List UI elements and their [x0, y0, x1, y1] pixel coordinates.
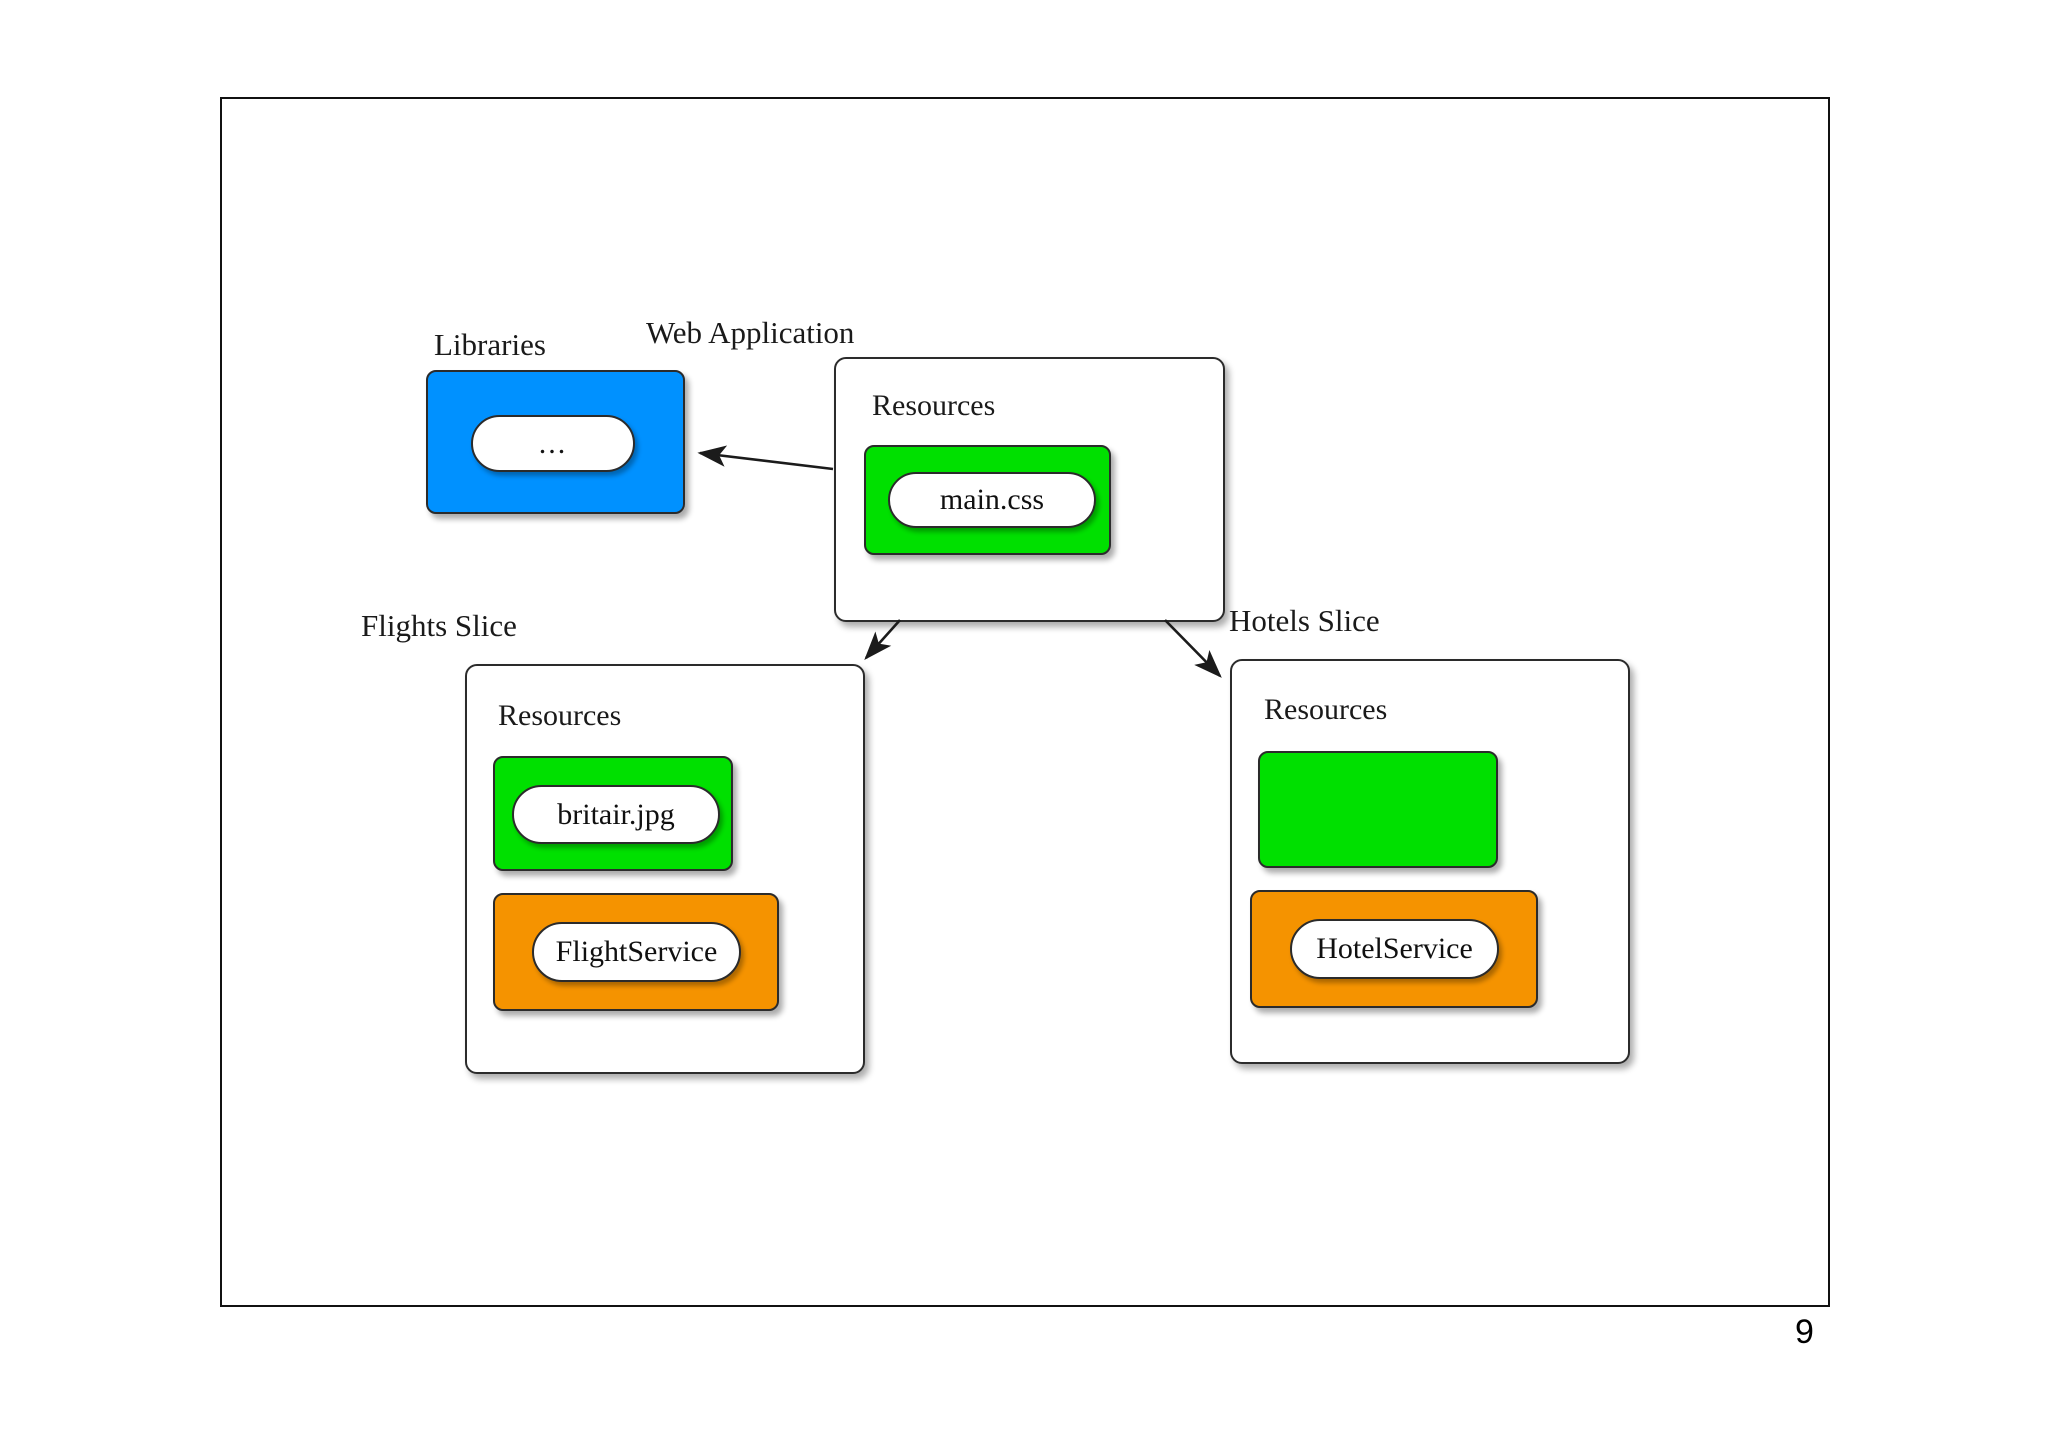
service-item-flightservice[interactable]: FlightService [532, 922, 741, 982]
flights-services-block[interactable]: FlightService [493, 893, 779, 1011]
web-application-resources-label: Resources [872, 389, 996, 422]
page-number: 9 [1795, 1313, 1814, 1351]
group-caption-hotels-slice: Hotels Slice [1229, 603, 1380, 638]
slide-frame: Libraries ... Web Application Resources … [220, 97, 1830, 1307]
service-item-hotelservice[interactable]: HotelService [1290, 919, 1499, 979]
hotels-slice-resources-label: Resources [1264, 693, 1388, 726]
hotels-slice-box[interactable]: Resources HotelService [1230, 659, 1630, 1064]
flights-slice-box[interactable]: Resources britair.jpg FlightService [465, 664, 865, 1074]
hotels-services-block[interactable]: HotelService [1250, 890, 1538, 1008]
flights-slice-resources-label: Resources [498, 699, 622, 732]
flights-resources-block[interactable]: britair.jpg [493, 756, 733, 871]
group-caption-web-application: Web Application [646, 315, 855, 350]
web-application-box[interactable]: Resources main.css [834, 357, 1225, 622]
group-caption-flights-slice: Flights Slice [361, 608, 517, 643]
resource-item-britair-jpg[interactable]: britair.jpg [512, 785, 720, 844]
hotels-resources-block[interactable] [1258, 751, 1498, 868]
web-application-resources-block[interactable]: main.css [864, 445, 1111, 555]
libraries-package-box[interactable]: ... [426, 370, 685, 514]
library-item-ellipsis[interactable]: ... [471, 415, 635, 472]
group-caption-libraries: Libraries [434, 327, 546, 362]
resource-item-main-css[interactable]: main.css [888, 472, 1096, 528]
